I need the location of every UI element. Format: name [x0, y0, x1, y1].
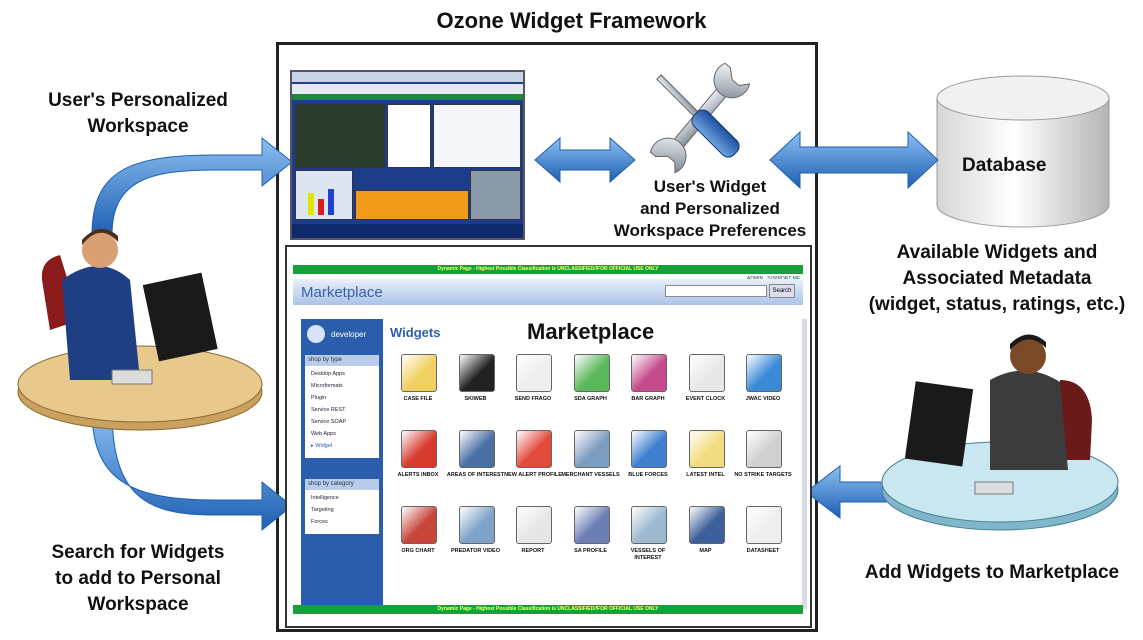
- widget-tile-icon[interactable]: [458, 506, 495, 544]
- widget-tile-label: ORG CHART: [401, 548, 435, 554]
- search-input[interactable]: [665, 285, 767, 297]
- widget-tile-label: REPORT: [521, 548, 545, 554]
- widget-tile-icon[interactable]: [631, 430, 667, 468]
- personal-workspace-label: User's Personalized Workspace: [48, 90, 228, 137]
- category-forces[interactable]: Forces: [311, 519, 328, 525]
- widget-tile-icon[interactable]: [573, 354, 610, 392]
- widget-tile-label: JWAC VIDEO: [745, 396, 781, 402]
- widget-tile-icon[interactable]: [458, 430, 495, 468]
- marketplace-header: Marketplace Search: [293, 279, 803, 305]
- marketplace-screenshot: Dynamic Page - Highest Possible Classifi…: [285, 245, 812, 628]
- type-service-rest[interactable]: Service REST: [311, 407, 346, 413]
- widget-tile-icon[interactable]: [458, 354, 495, 392]
- arrow-add-to-marketplace: [805, 464, 931, 520]
- type-widget[interactable]: ▸ Widget: [311, 443, 333, 449]
- widget-tile-label: SKIWEB: [464, 396, 487, 402]
- type-desktop-apps[interactable]: Desktop Apps: [311, 371, 345, 377]
- widget-tile-icon[interactable]: [746, 506, 782, 544]
- classification-banner-top: Dynamic Page - Highest Possible Classifi…: [293, 265, 803, 274]
- classification-banner-bottom: Dynamic Page - Highest Possible Classifi…: [293, 605, 803, 614]
- category-list: [305, 490, 379, 534]
- widget-tile-icon[interactable]: [516, 506, 552, 544]
- widget-tile-icon[interactable]: [401, 354, 437, 392]
- marketplace-sidebar: developer shop by type Desktop Apps Micr…: [301, 319, 383, 609]
- widget-tile-label: VESSELS OF INTEREST: [630, 548, 666, 561]
- type-service-soap[interactable]: Service SOAP: [311, 419, 347, 425]
- widget-tile-icon[interactable]: [573, 506, 610, 544]
- shop-by-type-heading: shop by type: [305, 355, 379, 366]
- widget-tile-label: MAP: [699, 548, 712, 554]
- marketplace-header-title: Marketplace: [301, 284, 383, 301]
- category-intelligence[interactable]: Intelligence: [311, 495, 339, 501]
- category-targeting[interactable]: Targeting: [311, 507, 334, 513]
- arrow-to-marketplace: [91, 409, 293, 532]
- workspace-table-panel: [433, 104, 521, 168]
- widget-tile-icon[interactable]: [688, 430, 725, 468]
- type-list: [305, 366, 379, 458]
- marketplace-title: Marketplace: [527, 319, 655, 344]
- user-name: developer: [331, 330, 367, 339]
- database-label: Database: [962, 155, 1047, 176]
- widget-tile-label: BLUE FORCES: [628, 472, 668, 478]
- widget-tile-icon[interactable]: [401, 430, 437, 468]
- widgets-heading: Widgets: [390, 325, 441, 340]
- arrow-to-workspace: [91, 136, 293, 236]
- widget-tile-icon[interactable]: [746, 354, 782, 392]
- diagram-title: Ozone Widget Framework: [436, 8, 707, 33]
- widget-tile-icon[interactable]: [401, 506, 437, 544]
- widget-tile-label: SDA GRAPH: [574, 396, 607, 402]
- scrollbar[interactable]: [802, 319, 807, 609]
- workspace-statusbar: [292, 224, 523, 238]
- workspace-screenshot: [290, 70, 525, 240]
- user-badge: developer: [305, 323, 379, 349]
- user-icon: [307, 325, 325, 343]
- workspace-banner: [292, 94, 523, 100]
- available-widgets-label: Available Widgets and Associated Metadat…: [868, 242, 1126, 315]
- add-widgets-label: Add Widgets to Marketplace: [864, 562, 1120, 583]
- widget-tile-label: NEW ALERT PROFILE: [504, 472, 562, 478]
- widget-tile-label: BAR GRAPH: [631, 396, 665, 402]
- widget-tile-label: ALERTS INBOX: [397, 472, 439, 478]
- widget-tile-icon[interactable]: [573, 430, 610, 468]
- workspace-toolbar: [292, 84, 523, 94]
- widget-tile-icon[interactable]: [516, 354, 552, 392]
- search-button[interactable]: Search: [769, 284, 795, 298]
- preferences-label: User's Widget and Personalized Workspace…: [613, 177, 807, 240]
- widget-tile-icon[interactable]: [631, 506, 667, 544]
- widget-tile-label: AREAS OF INTEREST: [446, 472, 505, 478]
- widget-tile-label: CASE FILE: [403, 396, 433, 402]
- workspace-titlebar: [292, 72, 523, 82]
- widget-tile-icon[interactable]: [688, 354, 725, 392]
- type-plugin[interactable]: Plugin: [311, 395, 327, 401]
- workspace-chart-panel: [295, 170, 353, 220]
- workspace-diagram-panel: [387, 104, 431, 168]
- widget-tile-label: EVENT CLOCK: [685, 396, 726, 402]
- search-widgets-label: Search for Widgets to add to Personal Wo…: [51, 542, 225, 615]
- widget-tile-icon[interactable]: [631, 354, 667, 392]
- workspace-satellite-panel: [470, 170, 521, 220]
- widget-tile-label: DATASHEET: [746, 548, 780, 554]
- widget-tile-icon[interactable]: [688, 506, 725, 544]
- widget-tile-label: SEND FRAGO: [514, 396, 552, 402]
- widget-tile-icon[interactable]: [516, 430, 552, 468]
- workspace-dock-panel: [355, 190, 469, 220]
- widget-tile-icon[interactable]: [746, 430, 782, 468]
- type-web-apps[interactable]: Web Apps: [311, 431, 336, 437]
- widget-tile-label: MERCHANT VESSELS: [561, 472, 620, 478]
- widget-tile-label: LATEST INTEL: [686, 472, 725, 478]
- workspace-map-panel: [295, 104, 385, 168]
- widget-tile-label: NO STRIKE TARGETS: [734, 472, 792, 478]
- shop-by-category-heading: shop by category: [305, 479, 379, 490]
- widget-tile-label: SA PROFILE: [574, 548, 607, 554]
- widget-tile-label: PREDATOR VIDEO: [451, 548, 500, 554]
- type-microformats[interactable]: Microformats: [311, 383, 343, 389]
